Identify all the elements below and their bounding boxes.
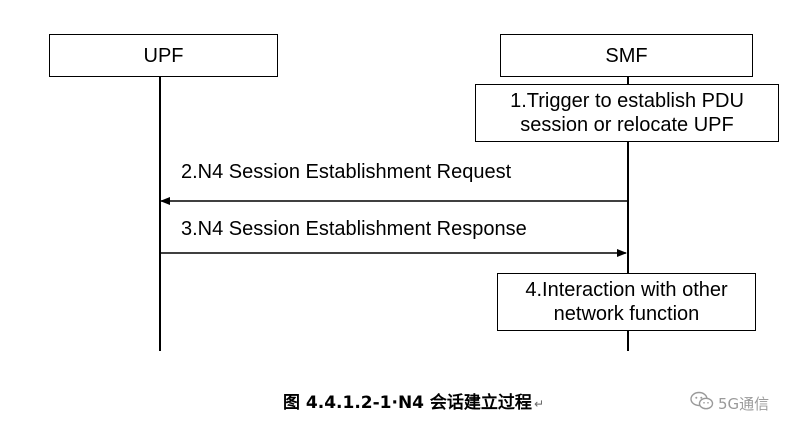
step1-trigger-box: 1.Trigger to establish PDU session or re…	[475, 84, 779, 142]
participant-smf-label: SMF	[605, 44, 648, 67]
step1-line1: 1.Trigger to establish PDU	[510, 90, 744, 112]
step4-line2: network function	[553, 303, 700, 325]
step2-request-label: 2.N4 Session Establishment Request	[181, 161, 512, 183]
figure-caption-text: 图 4.4.1.2-1·N4 会话建立过程	[283, 393, 532, 413]
wechat-icon	[690, 391, 714, 415]
watermark-text: 5G通信	[718, 394, 770, 413]
step4-line1: 4.Interaction with other	[525, 279, 728, 301]
smf-lifeline	[627, 77, 629, 351]
participant-upf: UPF	[49, 34, 278, 77]
paragraph-mark: ↵	[533, 397, 544, 411]
upf-lifeline	[159, 77, 161, 351]
step3-response-label: 3.N4 Session Establishment Response	[181, 218, 527, 240]
figure-caption: 图 4.4.1.2-1·N4 会话建立过程↵	[283, 388, 544, 413]
step4-interaction-box: 4.Interaction with other network functio…	[497, 273, 756, 331]
step1-line2: session or relocate UPF	[520, 114, 734, 136]
participant-smf: SMF	[500, 34, 753, 77]
watermark: 5G通信	[690, 391, 769, 415]
participant-upf-label: UPF	[143, 44, 184, 67]
